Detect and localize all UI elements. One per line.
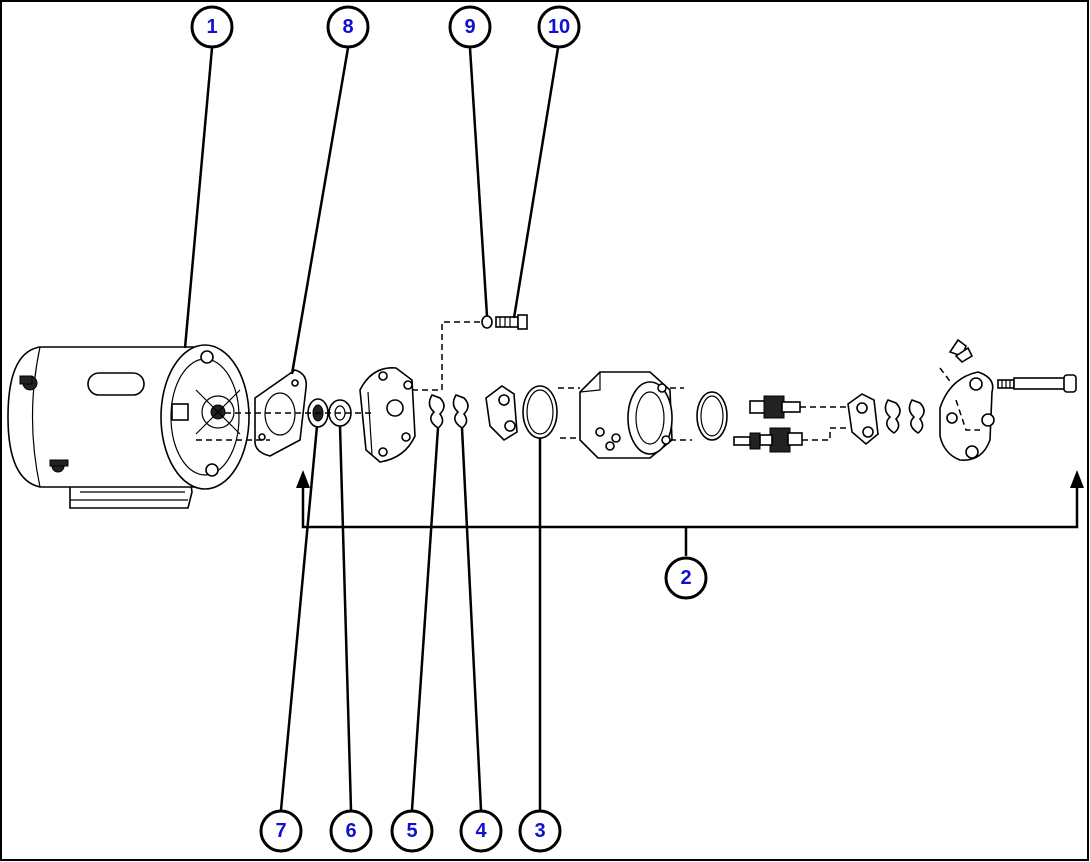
pump-body xyxy=(558,371,692,459)
lock-washer xyxy=(481,315,493,329)
end-cover xyxy=(939,338,995,461)
callout-1-label: 1 xyxy=(206,16,217,38)
callout-6-label: 6 xyxy=(345,820,356,842)
leader-lines xyxy=(183,47,560,811)
callout-2-label: 2 xyxy=(680,567,691,589)
backup-seal xyxy=(428,394,445,429)
callout-7-label: 7 xyxy=(275,820,286,842)
callout-10-label: 10 xyxy=(548,16,570,38)
rear-bushing-block xyxy=(847,393,879,446)
callout-5: 5 xyxy=(390,809,434,853)
rear-o-ring xyxy=(696,391,728,441)
pump-assembly-bracket xyxy=(296,470,1084,556)
callout-2: 2 xyxy=(664,556,708,600)
o-ring xyxy=(522,385,558,439)
callout-3: 3 xyxy=(518,809,562,853)
callout-1: 1 xyxy=(190,5,234,49)
callout-8-label: 8 xyxy=(342,16,353,38)
callout-6: 6 xyxy=(329,809,373,853)
idler-gear xyxy=(733,427,803,453)
callout-10: 10 xyxy=(537,5,581,49)
motor-assembly xyxy=(7,344,250,509)
callout-9-label: 9 xyxy=(464,16,475,38)
wear-seal xyxy=(452,394,469,429)
drive-gear xyxy=(749,395,801,419)
callout-8: 8 xyxy=(326,5,370,49)
callout-5-label: 5 xyxy=(406,820,417,842)
bushing-block xyxy=(485,385,518,442)
callout-9: 9 xyxy=(448,5,492,49)
long-bolt xyxy=(997,374,1077,393)
callout-4-label: 4 xyxy=(475,820,487,842)
mounting-flange xyxy=(359,367,416,463)
rear-seals xyxy=(884,399,925,434)
bolt xyxy=(495,314,528,330)
callout-3-label: 3 xyxy=(534,820,545,842)
callout-4: 4 xyxy=(459,809,503,853)
callout-7: 7 xyxy=(259,809,303,853)
